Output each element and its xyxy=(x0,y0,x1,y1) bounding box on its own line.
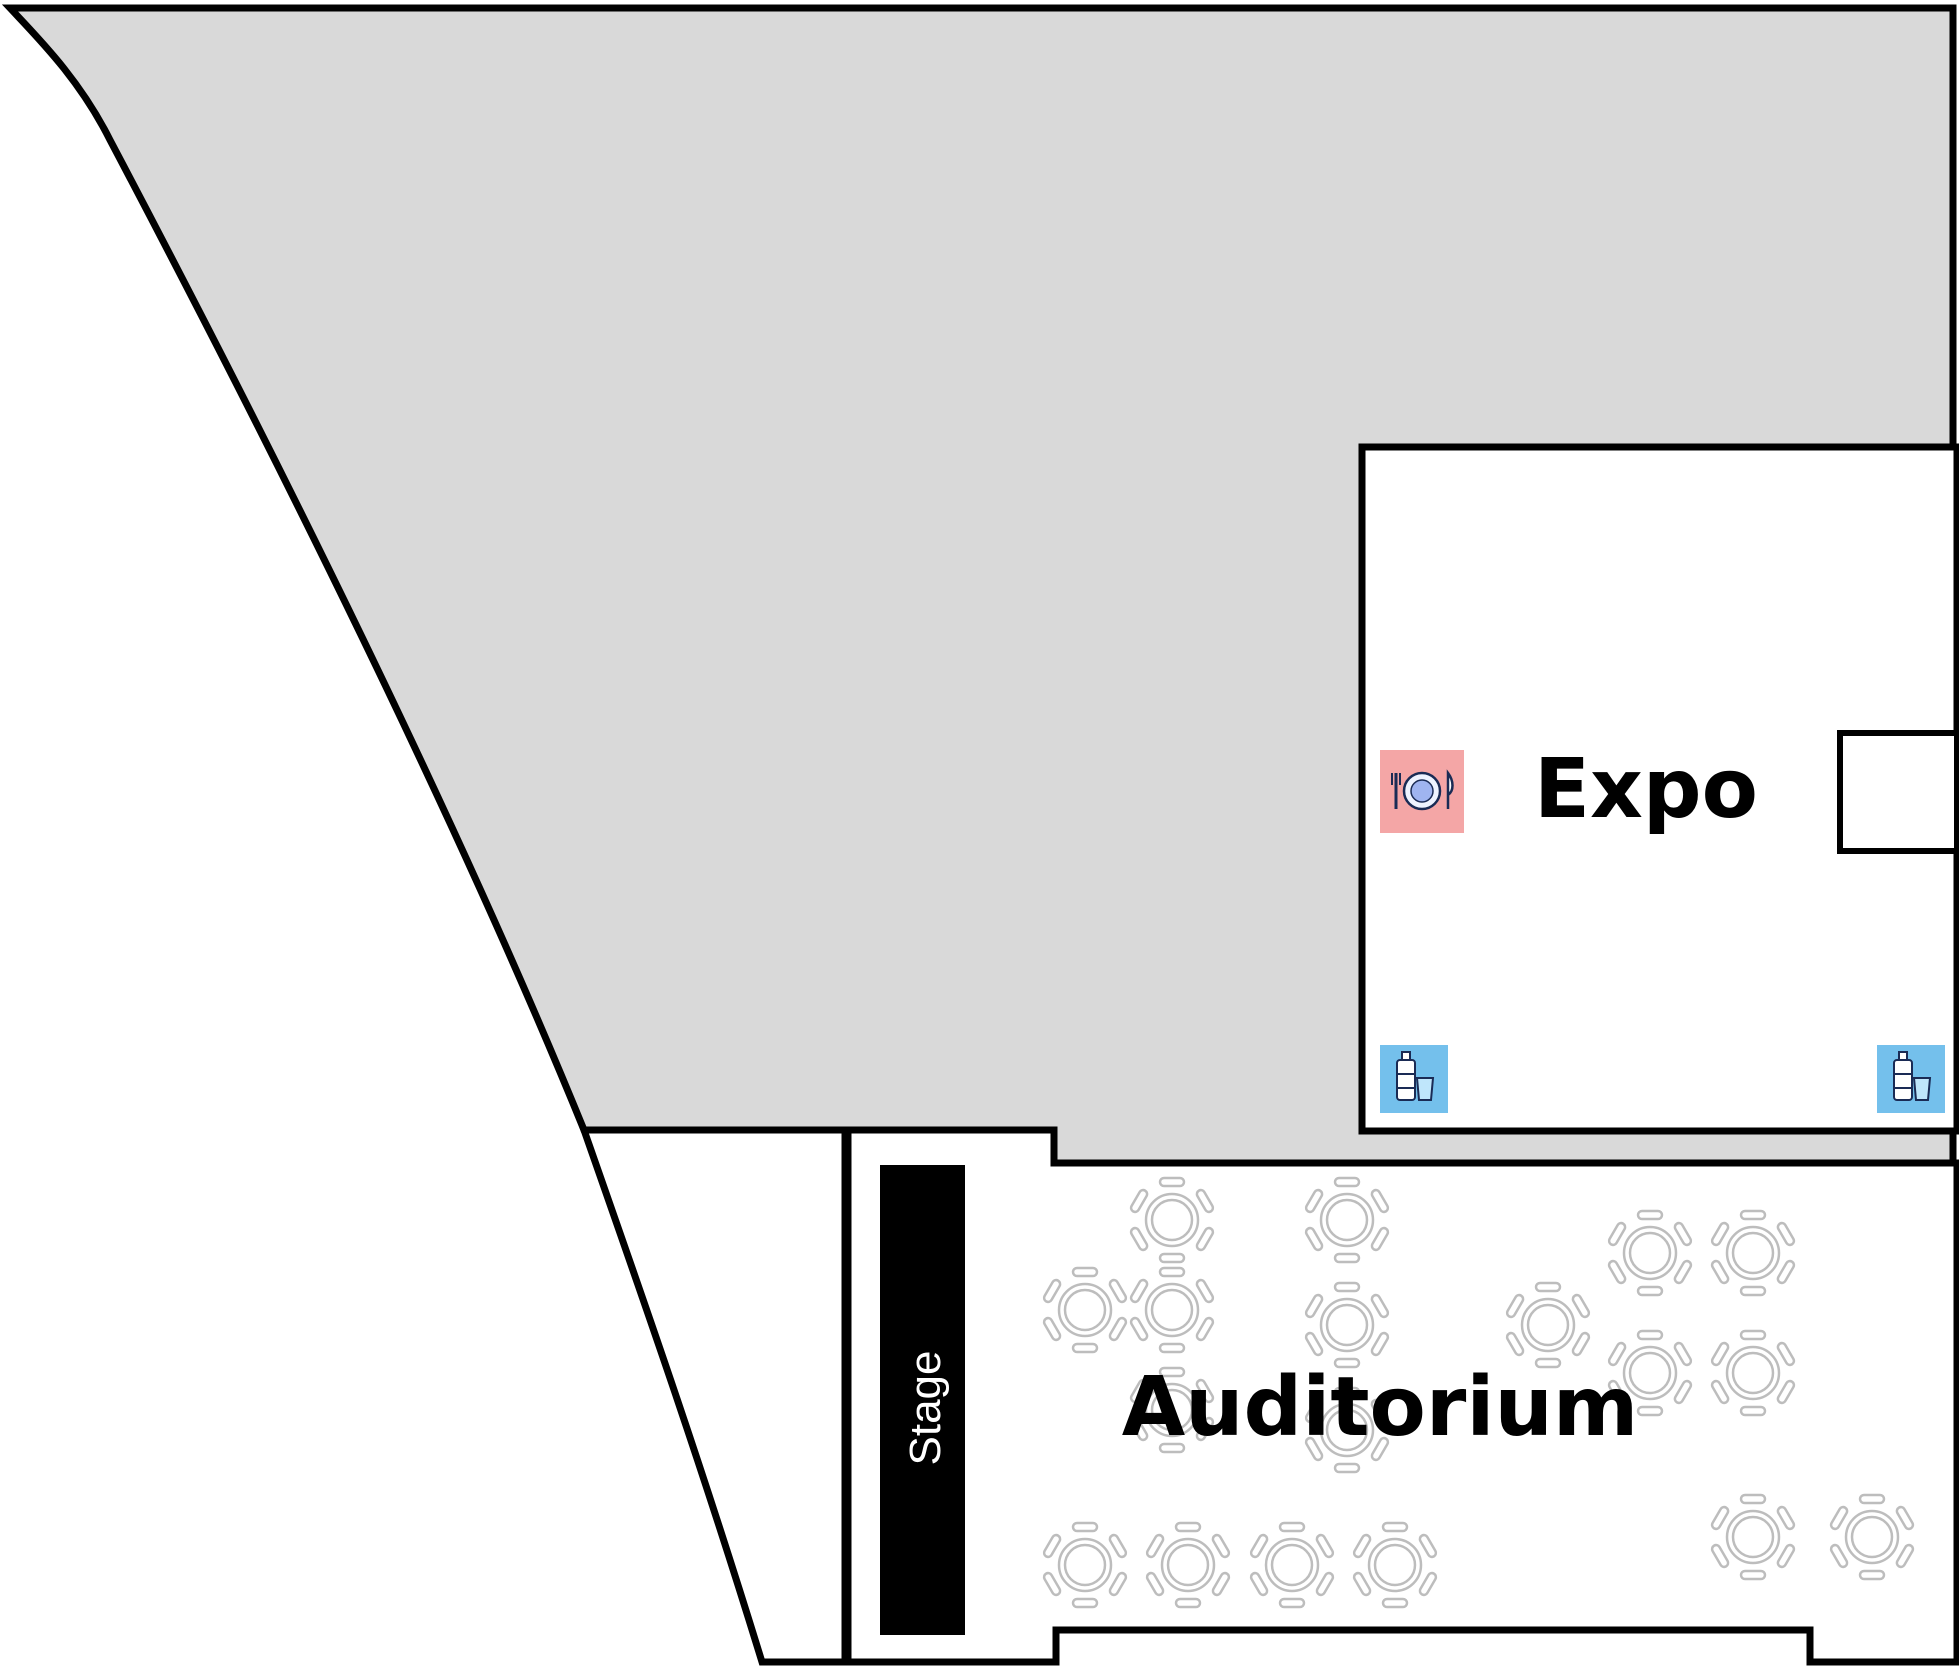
dining-amenity[interactable] xyxy=(1380,750,1464,833)
plate-cutlery-icon xyxy=(1391,769,1454,811)
auditorium-room[interactable] xyxy=(844,1126,1959,1666)
auditorium-label: Auditorium xyxy=(1122,1360,1639,1455)
water-amenity[interactable] xyxy=(1877,1045,1945,1113)
expo-label: Expo xyxy=(1534,742,1758,837)
corridor xyxy=(579,1126,849,1666)
water-amenity[interactable] xyxy=(1380,1045,1448,1113)
stage-label: Stage xyxy=(901,1351,950,1466)
stage[interactable] xyxy=(880,1165,965,1635)
expo-booth xyxy=(1837,730,1959,854)
